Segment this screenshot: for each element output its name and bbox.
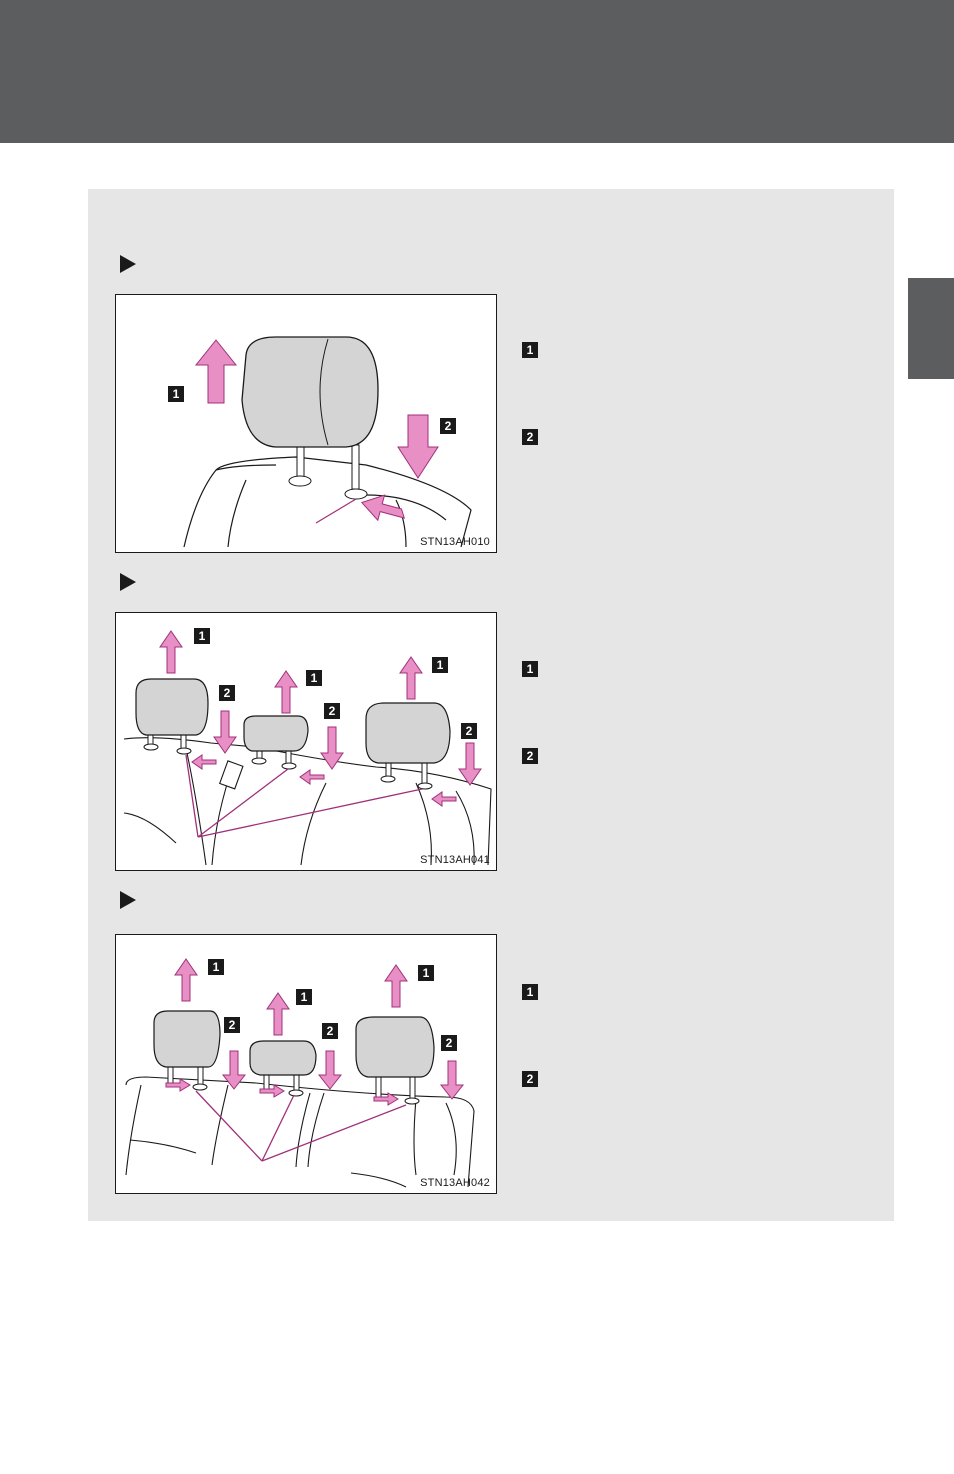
step-2-marker: 2 [441, 1035, 457, 1051]
step-2-marker: 2 [324, 703, 340, 719]
page-header-bar [0, 0, 954, 143]
step-1-label: 1 [522, 661, 538, 677]
step-1-marker: 1 [296, 989, 312, 1005]
step-1-marker: 1 [194, 628, 210, 644]
figure-rear-headrests-a: 1 2 1 2 1 2 STN13AH041 [115, 612, 497, 871]
section-bullet-icon [120, 891, 136, 909]
step-1-marker: 1 [306, 670, 322, 686]
step-1-marker: 1 [208, 959, 224, 975]
step-2-label: 2 [522, 1071, 538, 1087]
section-bullet-icon [120, 255, 136, 273]
step-1-marker: 1 [168, 386, 184, 402]
figure-code: STN13AH041 [420, 854, 490, 866]
step-2-label: 2 [522, 429, 538, 445]
front-headrest-illustration [183, 336, 472, 548]
rear-headrests-illustration-b [125, 958, 475, 1188]
step-2-marker: 2 [461, 723, 477, 739]
step-2-marker: 2 [224, 1017, 240, 1033]
section-bullet-icon [120, 573, 136, 591]
step-2-marker: 2 [440, 418, 456, 434]
step-1-marker: 1 [432, 657, 448, 673]
step-1-label: 1 [522, 984, 538, 1000]
figure-rear-headrests-b: 1 2 1 2 1 2 STN13AH042 [115, 934, 497, 1194]
step-1-label: 1 [522, 342, 538, 358]
figure-front-headrest: 1 2 STN13AH010 [115, 294, 497, 553]
step-2-label: 2 [522, 748, 538, 764]
step-1-marker: 1 [418, 965, 434, 981]
step-2-marker: 2 [219, 685, 235, 701]
chapter-tab [908, 278, 954, 379]
step-2-marker: 2 [322, 1023, 338, 1039]
figure-code: STN13AH010 [420, 536, 490, 548]
rear-headrests-illustration-a [123, 630, 492, 866]
figure-code: STN13AH042 [420, 1177, 490, 1189]
